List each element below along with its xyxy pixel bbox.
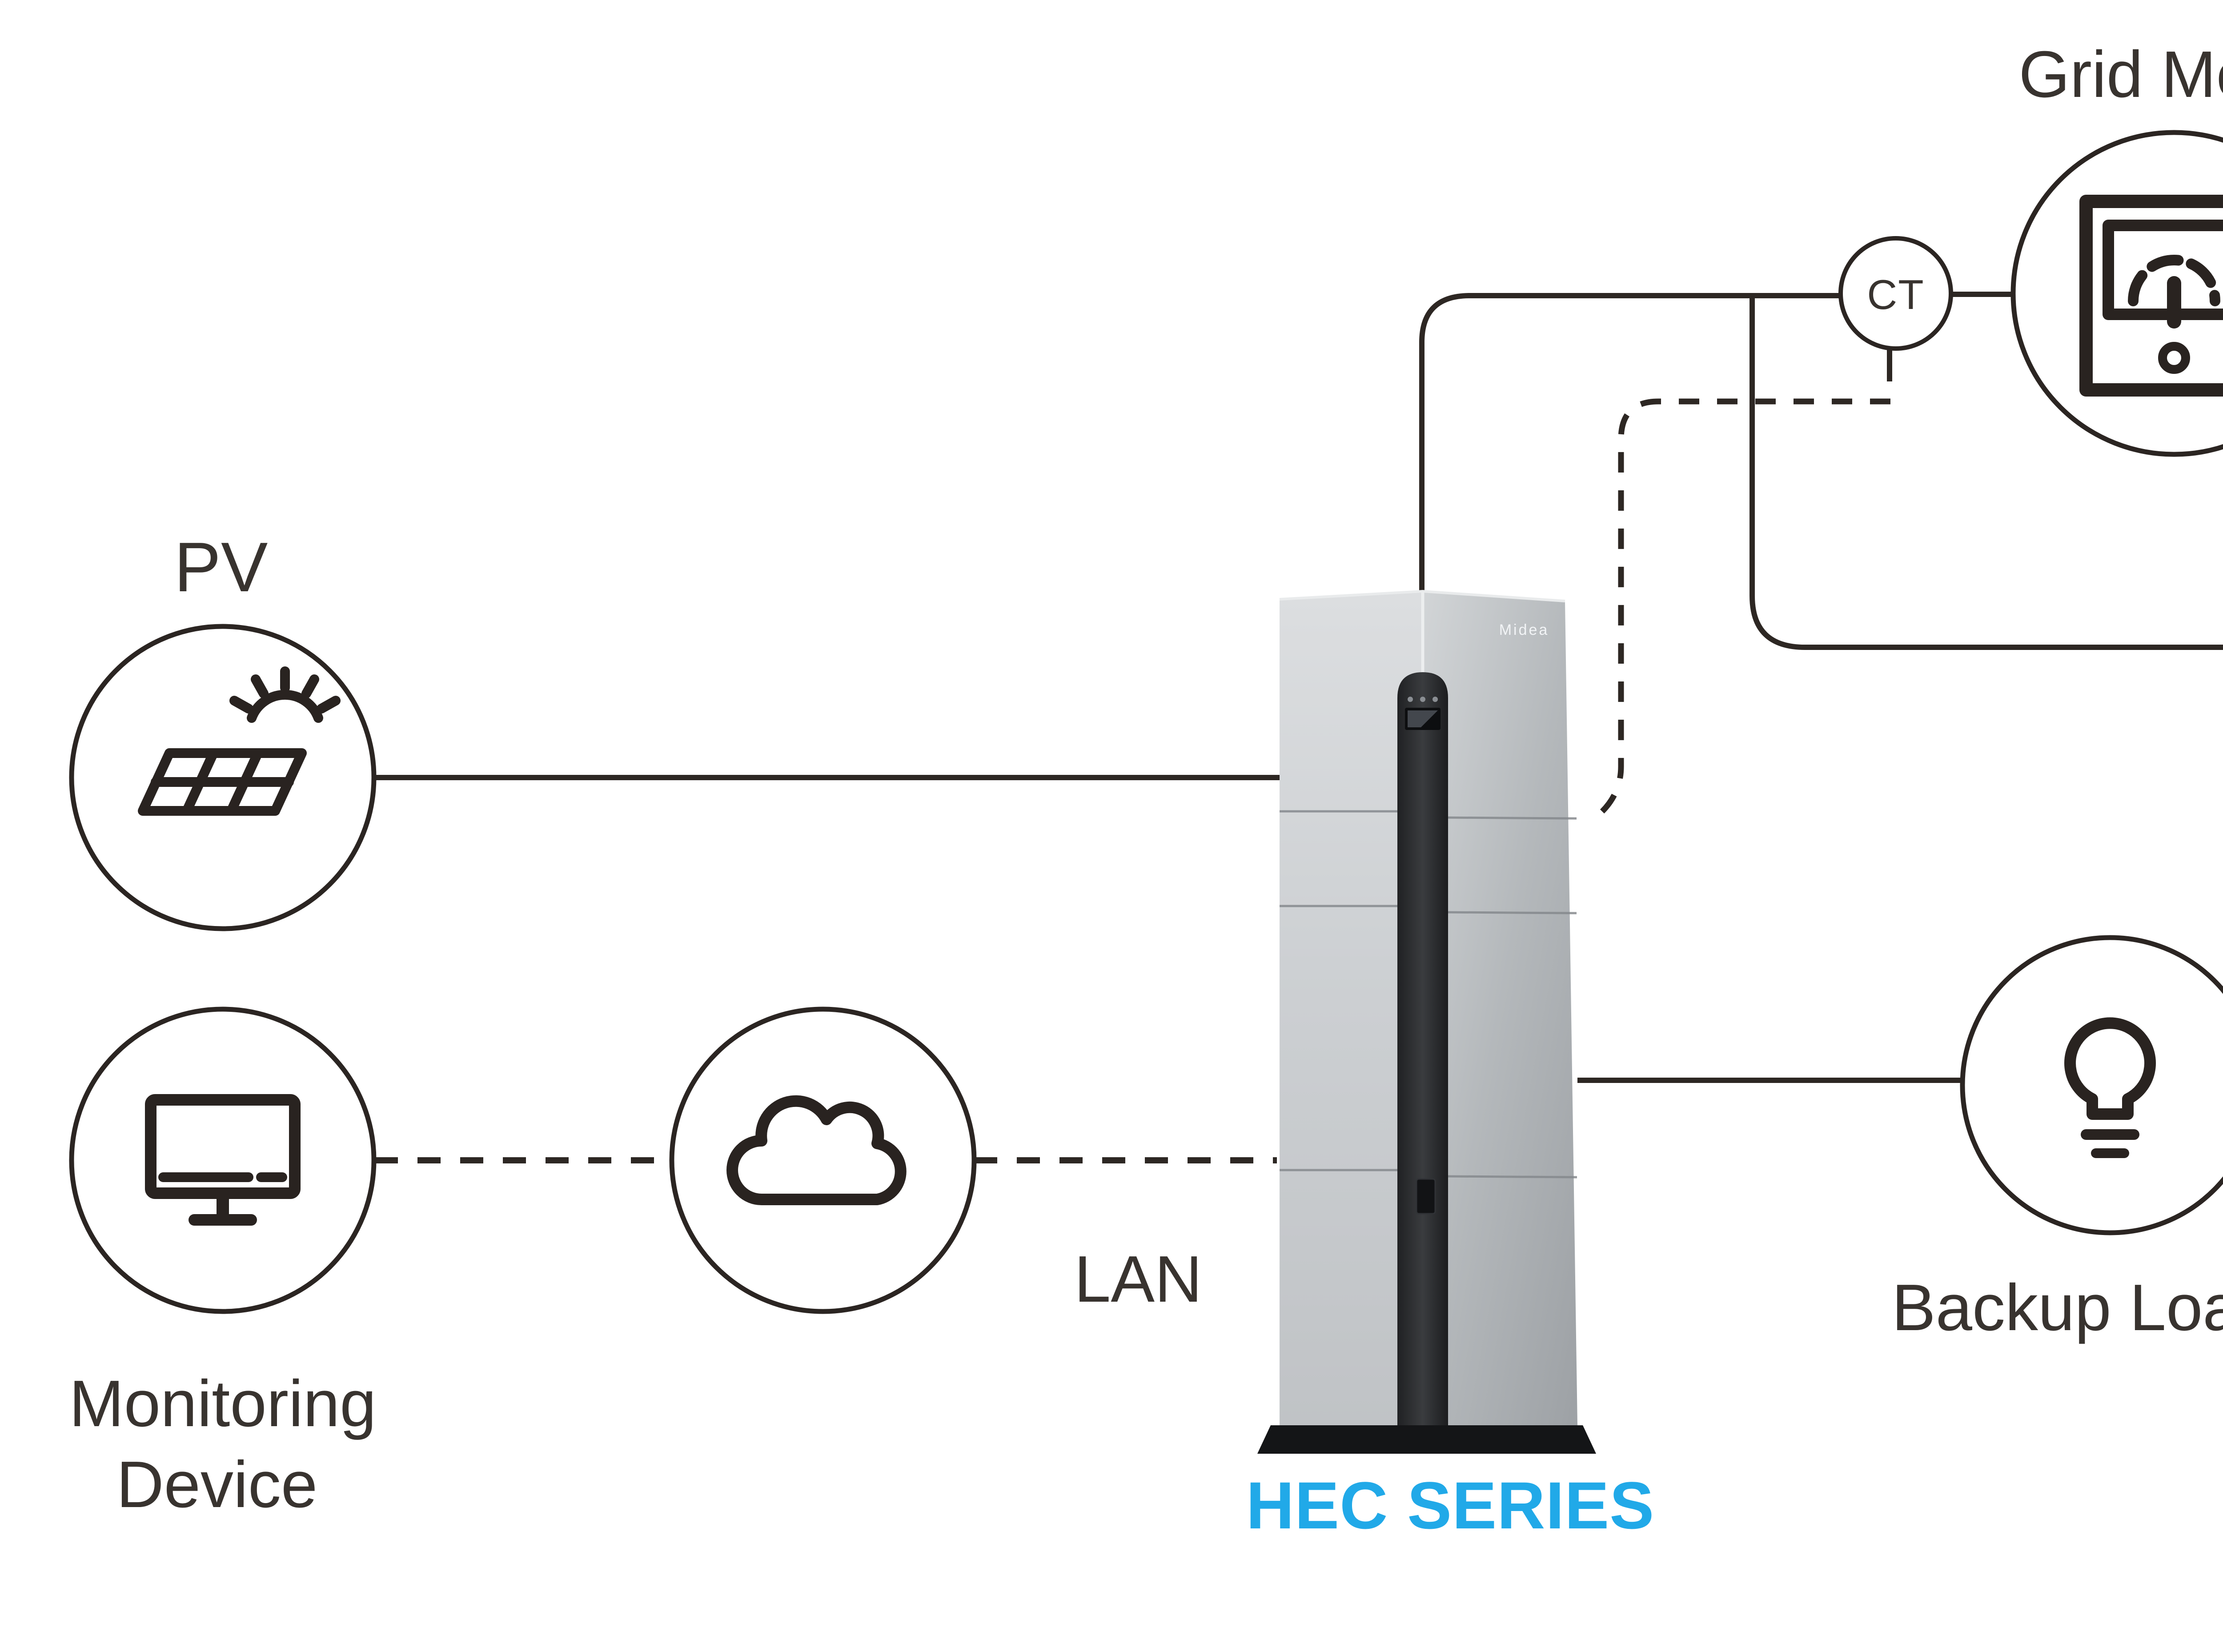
cloud-icon: [726, 1095, 907, 1205]
light-bulb-icon: [2064, 1017, 2156, 1158]
pv-label: PV: [174, 528, 268, 606]
hec-tower-unit: Midea: [1257, 589, 1596, 1454]
monitoring-circle: [69, 1006, 377, 1314]
product-series-label: HEC SERIES: [1246, 1468, 1655, 1543]
tower-top-edge: [1279, 589, 1565, 602]
sun-rays: [229, 666, 341, 714]
cloud-circle: [669, 1006, 977, 1314]
lan-label: LAN: [1074, 1243, 1202, 1316]
meter-icon: [2079, 195, 2223, 397]
connector-lines: [374, 292, 2223, 1163]
grid-meter-label: Grid Meter: [2018, 38, 2223, 111]
cloud-node: [669, 1006, 977, 1314]
tower-module-seams: [1280, 810, 1577, 1179]
brand-logo: Midea: [1499, 622, 1549, 638]
grid-meter-circle: [2010, 130, 2223, 457]
ct-to-inverter-dashed-line: [1587, 398, 1890, 825]
monitoring-device-node: [69, 1006, 377, 1314]
tower-side-face: [1423, 591, 1577, 1425]
backup-loads-label: Backup Loads: [1892, 1271, 2223, 1344]
ct-node: CT: [1838, 236, 1953, 351]
monitoring-label-line1: Monitoring: [69, 1367, 376, 1440]
ct-circle: [1838, 236, 1953, 351]
column-connector-detail: [1416, 1178, 1436, 1215]
backup-loads-node: [1960, 935, 2223, 1235]
ct-label: CT: [1867, 271, 1924, 318]
tower-front-face: [1280, 591, 1423, 1425]
monitoring-label-line2: Device: [116, 1448, 317, 1521]
inverter-to-normal-loads-line: [1750, 296, 2223, 650]
grid-meter-node: [2010, 130, 2223, 457]
backup-loads-circle: [1960, 935, 2223, 1235]
monitor-icon: [145, 1094, 301, 1226]
tower-base-plinth: [1257, 1425, 1596, 1454]
display-glint: [1408, 710, 1438, 727]
pv-node: [69, 624, 377, 931]
status-indicator-dots: [1408, 697, 1438, 702]
solar-panel-icon: [138, 666, 341, 816]
tower-control-column: [1397, 672, 1448, 1425]
inverter-to-ct-line: [1419, 293, 1841, 597]
